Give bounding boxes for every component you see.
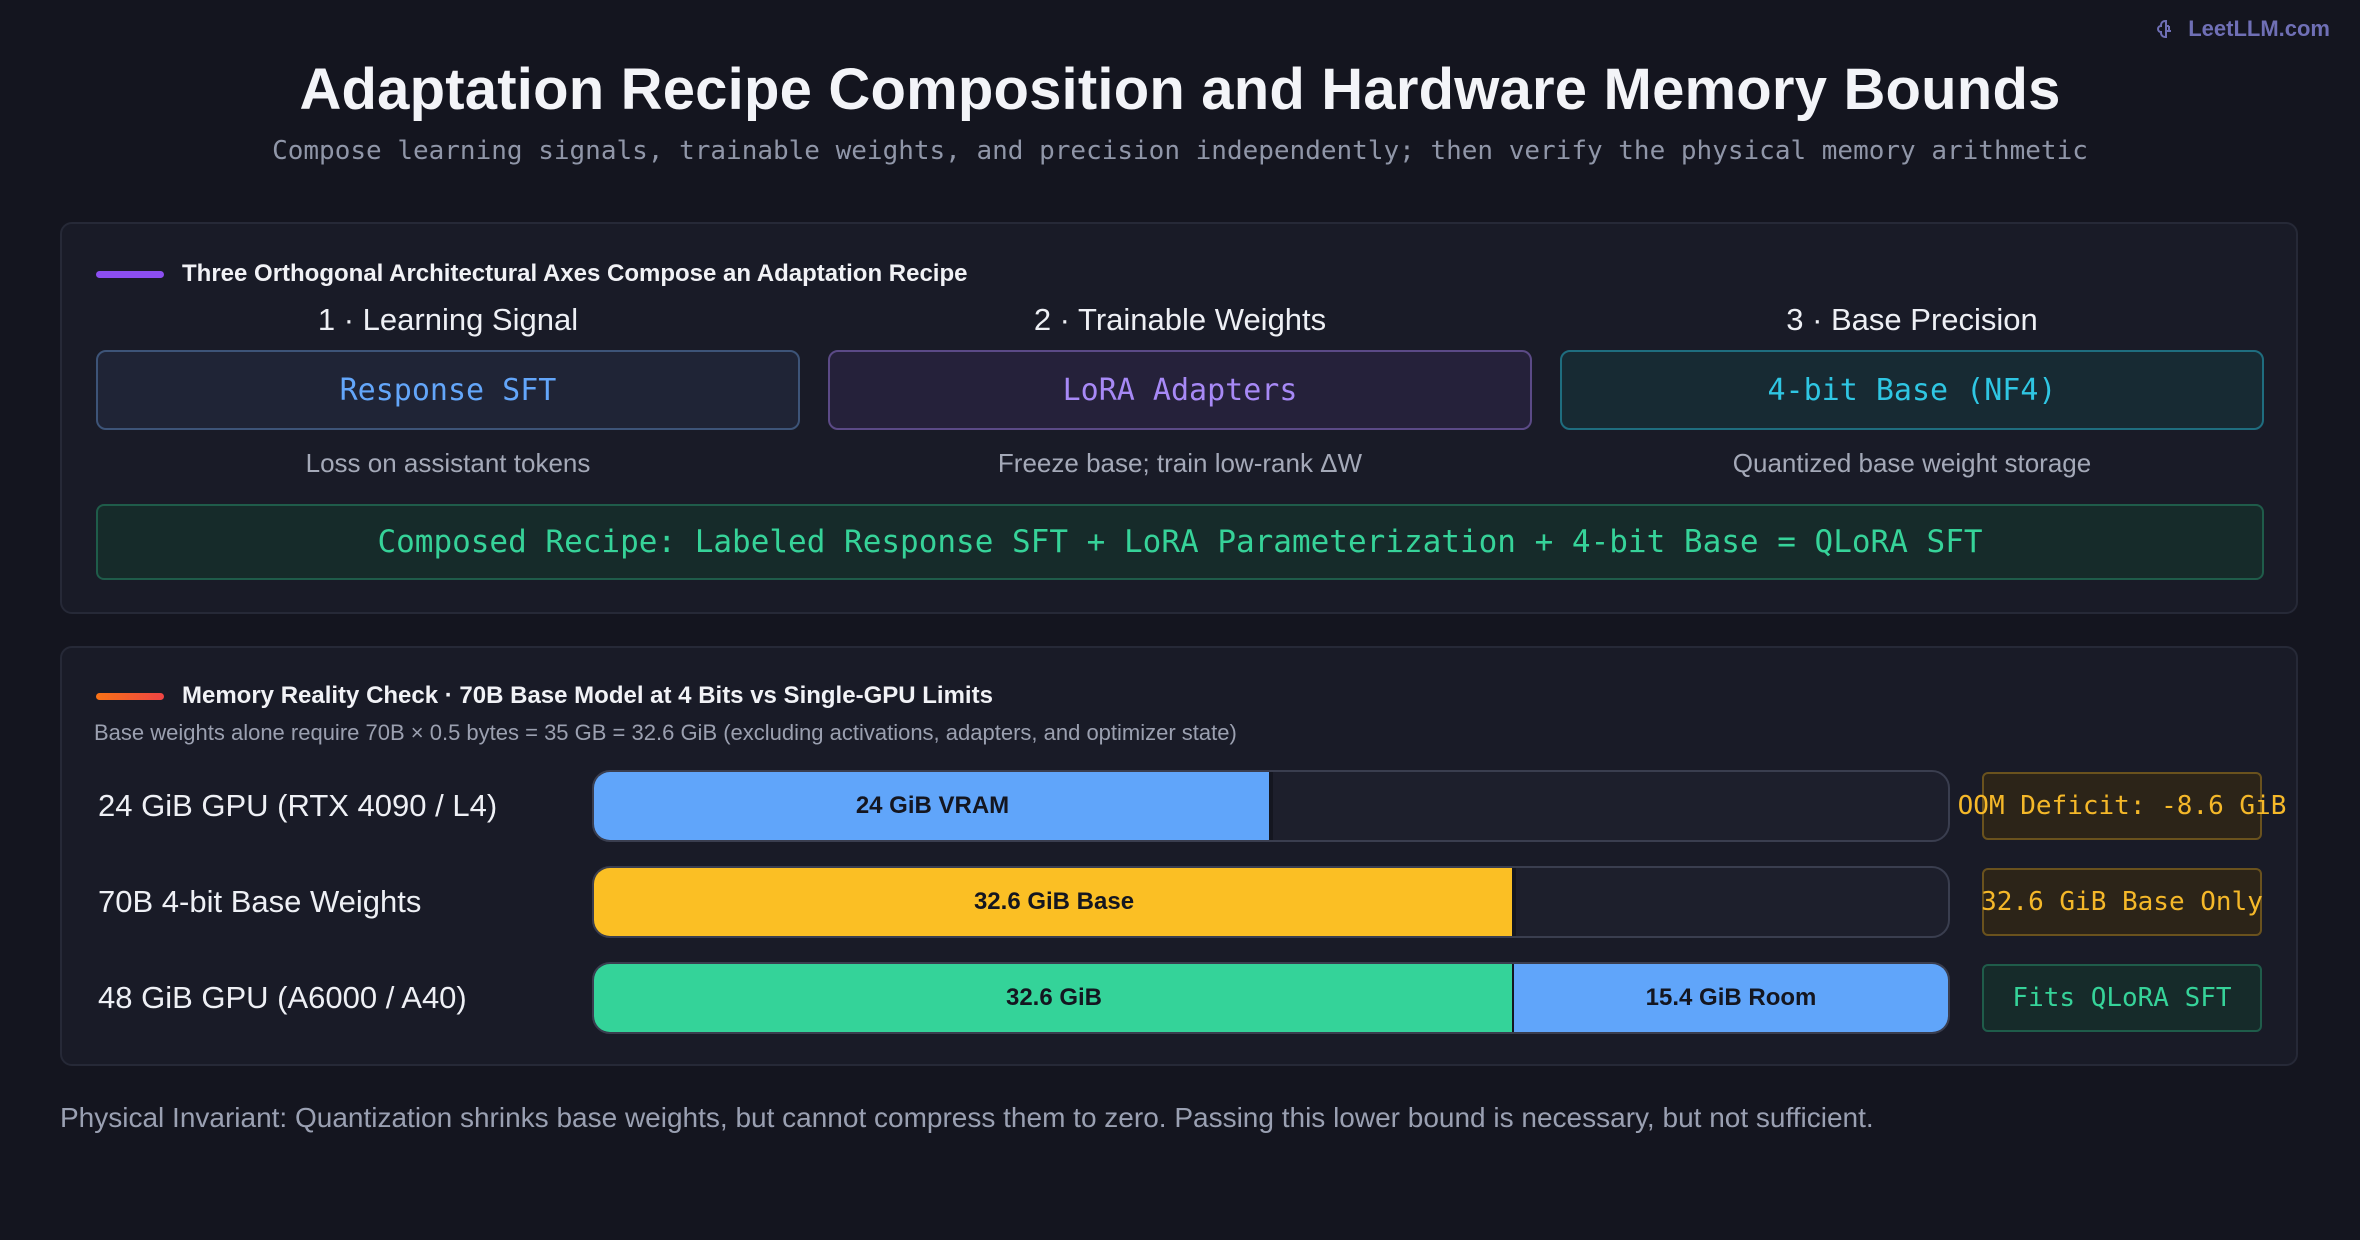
status-badge: 32.6 GiB Base Only bbox=[1981, 868, 2263, 936]
axis-base-precision: 3 · Base Precision 4-bit Base (NF4) Quan… bbox=[1560, 302, 2264, 479]
memory-note: Base weights alone require 70B × 0.5 byt… bbox=[94, 720, 1237, 745]
segment-divider bbox=[1269, 772, 1273, 840]
page-subtitle: Compose learning signals, trainable weig… bbox=[272, 136, 2088, 166]
memory-bar-segment: 32.6 GiB Base bbox=[594, 868, 1514, 936]
row-label: 24 GiB GPU (RTX 4090 / L4) bbox=[98, 788, 498, 823]
memory-panel: Memory Reality Check · 70B Base Model at… bbox=[60, 646, 2298, 1066]
footer-note: Physical Invariant: Quantization shrinks… bbox=[60, 1102, 1874, 1133]
row-label: 48 GiB GPU (A6000 / A40) bbox=[98, 980, 467, 1015]
brain-logo-icon bbox=[2157, 20, 2172, 38]
memory-bar-segment: 32.6 GiB bbox=[594, 964, 1514, 1032]
axis-trainable-weights: 2 · Trainable Weights LoRA Adapters Free… bbox=[828, 302, 1532, 479]
memory-row: 24 GiB GPU (RTX 4090 / L4) 24 GiB VRAM O… bbox=[62, 770, 2296, 842]
axis-title: 2 · Trainable Weights bbox=[1033, 302, 1327, 337]
status-badge: Fits QLoRA SFT bbox=[1982, 964, 2262, 1032]
status-badge: OOM Deficit: -8.6 GiB bbox=[1958, 772, 2286, 840]
axis-desc: Loss on assistant tokens bbox=[305, 448, 591, 478]
axis-box: Response SFT bbox=[96, 350, 800, 430]
axes-panel-heading: Three Orthogonal Architectural Axes Comp… bbox=[182, 260, 968, 287]
axis-desc: Quantized base weight storage bbox=[1732, 448, 2092, 478]
memory-row: 70B 4-bit Base Weights 32.6 GiB Base 32.… bbox=[62, 866, 2296, 938]
memory-bar: 32.6 GiB Base bbox=[592, 866, 1950, 938]
axis-title: 3 · Base Precision bbox=[1786, 302, 2038, 337]
axis-box: 4-bit Base (NF4) bbox=[1560, 350, 2264, 430]
composed-recipe: Composed Recipe: Labeled Response SFT + … bbox=[96, 504, 2264, 580]
axes-panel-header: Three Orthogonal Architectural Axes Comp… bbox=[96, 260, 967, 288]
brand[interactable]: LeetLLM.com bbox=[2156, 16, 2330, 42]
axes-panel: Three Orthogonal Architectural Axes Comp… bbox=[60, 222, 2298, 614]
axis-box: LoRA Adapters bbox=[828, 350, 1532, 430]
axis-learning-signal: 1 · Learning Signal Response SFT Loss on… bbox=[96, 302, 800, 479]
page-title: Adaptation Recipe Composition and Hardwa… bbox=[299, 57, 2061, 122]
memory-bar: 24 GiB VRAM bbox=[592, 770, 1950, 842]
axis-desc: Freeze base; train low-rank ΔW bbox=[997, 448, 1363, 478]
memory-panel-header: Memory Reality Check · 70B Base Model at… bbox=[96, 682, 993, 710]
accent-bar bbox=[96, 270, 164, 278]
axis-title: 1 · Learning Signal bbox=[317, 302, 579, 337]
brand-text: LeetLLM.com bbox=[2188, 16, 2330, 41]
memory-bar-segment: 15.4 GiB Room bbox=[1514, 964, 1948, 1032]
memory-bar-segment: 24 GiB VRAM bbox=[594, 772, 1271, 840]
segment-divider bbox=[1512, 868, 1516, 936]
accent-bar bbox=[96, 692, 164, 700]
row-label: 70B 4-bit Base Weights bbox=[98, 884, 422, 919]
memory-panel-heading: Memory Reality Check · 70B Base Model at… bbox=[182, 682, 993, 709]
